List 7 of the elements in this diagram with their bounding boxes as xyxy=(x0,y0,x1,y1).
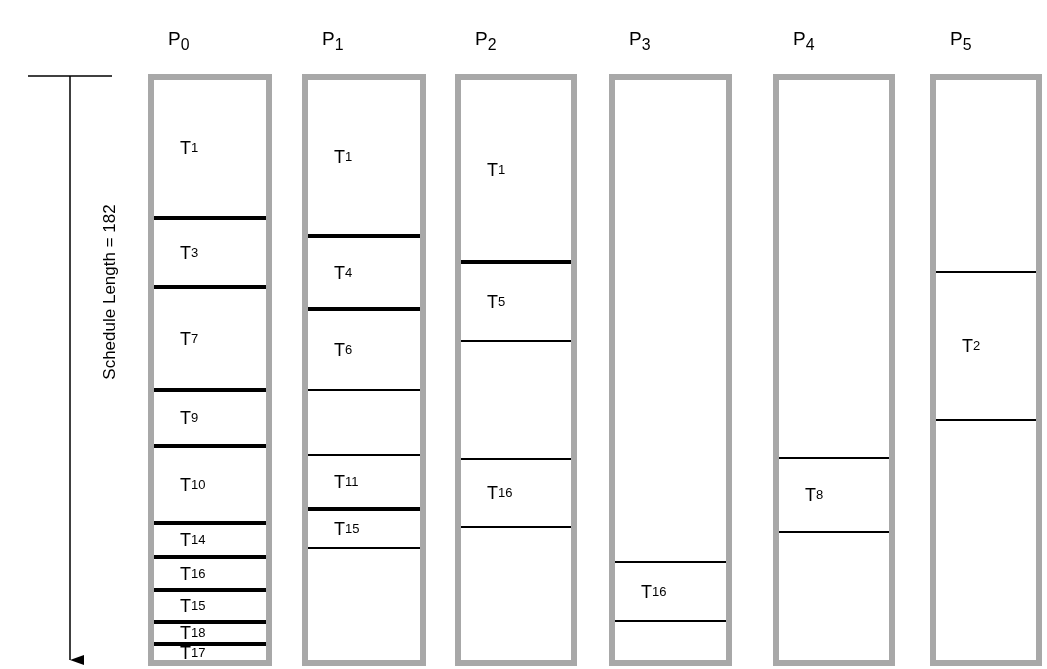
processor-label: P$_{1}$ xyxy=(322,28,344,55)
dimension-label: Schedule Length = 182 xyxy=(99,204,120,380)
processor-label: P$_{5}$ xyxy=(950,28,972,55)
processor-label: P$_{4}$ xyxy=(793,28,815,55)
processor-label: P$_{3}$ xyxy=(629,28,651,55)
processor-label: P$_{0}$ xyxy=(168,28,190,55)
processor-label: P$_{2}$ xyxy=(475,28,497,55)
